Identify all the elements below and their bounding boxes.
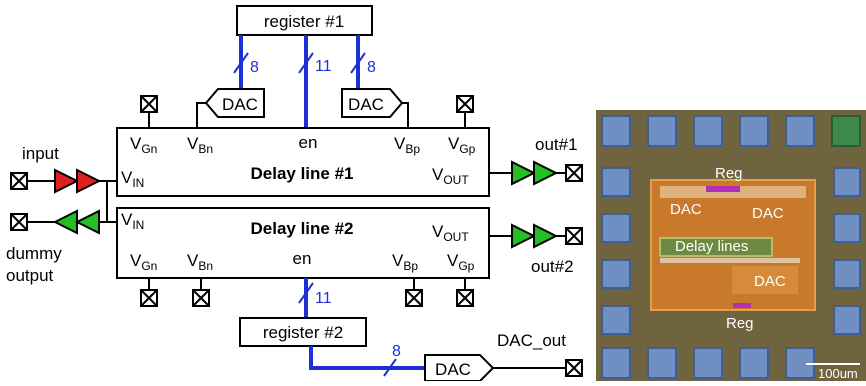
- micro-label-dac-left: DAC: [670, 201, 702, 218]
- register-1-label: register #1: [264, 12, 344, 31]
- scale-bar-label: 100um: [818, 366, 858, 381]
- pad-vgp1-icon: [457, 96, 473, 112]
- out2-buffer-1: [512, 225, 534, 247]
- dac-out-label: DAC_out: [497, 331, 566, 350]
- bus-width-dac-out: 8: [392, 343, 401, 360]
- input-buffer-2: [77, 170, 99, 192]
- pad-dac-out-icon: [566, 360, 582, 376]
- dac-left-label: DAC: [222, 95, 258, 114]
- register-2-label: register #2: [263, 323, 343, 342]
- dl2-en: en: [293, 249, 312, 268]
- out1-buffer-1: [512, 162, 534, 184]
- pad-vbp2-icon: [406, 290, 422, 306]
- dac-bottom: DAC: [425, 355, 493, 381]
- register-1: register #1: [237, 6, 372, 35]
- input-label: input: [22, 144, 59, 163]
- bus-width-right: 8: [367, 59, 376, 76]
- pad-input-icon: [11, 173, 27, 189]
- dac-right-label: DAC: [348, 95, 384, 114]
- pad-dummy-output-icon: [11, 214, 27, 230]
- micro-label-reg-bottom: Reg: [726, 315, 754, 332]
- micro-label-dac-bottom: DAC: [754, 273, 786, 290]
- dac-right: DAC: [342, 89, 402, 117]
- dummy-output-label-1: dummy: [6, 244, 62, 263]
- dl1-title: Delay line #1: [250, 164, 353, 183]
- input-buffer-1: [55, 170, 77, 192]
- dac-left: DAC: [206, 89, 264, 117]
- register-2: register #2: [240, 318, 366, 346]
- pad-vgn2-icon: [141, 290, 157, 306]
- dummy-output-label-2: output: [6, 266, 54, 285]
- delay-line-2: VIN Delay line #2 VOUT VGn VBn en VBp VG…: [117, 208, 489, 278]
- out2-label: out#2: [531, 257, 574, 276]
- bus-dac-out: [311, 346, 425, 368]
- out2-buffer-2: [534, 225, 556, 247]
- pad-vgp2-icon: [457, 290, 473, 306]
- out1-label: out#1: [535, 135, 578, 154]
- dummy-buffer-2: [77, 211, 99, 233]
- chip-micrograph: Reg DAC DAC Delay lines DAC Reg 100um: [596, 110, 866, 381]
- bus-width-left: 8: [250, 59, 259, 76]
- micro-label-dac-right: DAC: [752, 205, 784, 222]
- bus-width-center: 11: [315, 58, 332, 75]
- bus-width-bottom: 11: [315, 290, 332, 307]
- pad-out2-icon: [566, 228, 582, 244]
- pad-vgn1-icon: [141, 96, 157, 112]
- pad-out1-icon: [566, 165, 582, 181]
- micro-label-delay-lines: Delay lines: [675, 238, 748, 255]
- dl1-en: en: [299, 133, 318, 152]
- dac-bottom-label: DAC: [435, 360, 471, 379]
- out1-buffer-2: [534, 162, 556, 184]
- dl2-title: Delay line #2: [250, 219, 353, 238]
- pad-vbn2-icon: [193, 290, 209, 306]
- delay-line-1: VGn VBn en VBp VGp VIN Delay line #1 VOU…: [117, 128, 489, 196]
- micro-label-reg-top: Reg: [715, 165, 743, 182]
- dummy-buffer-1: [55, 211, 77, 233]
